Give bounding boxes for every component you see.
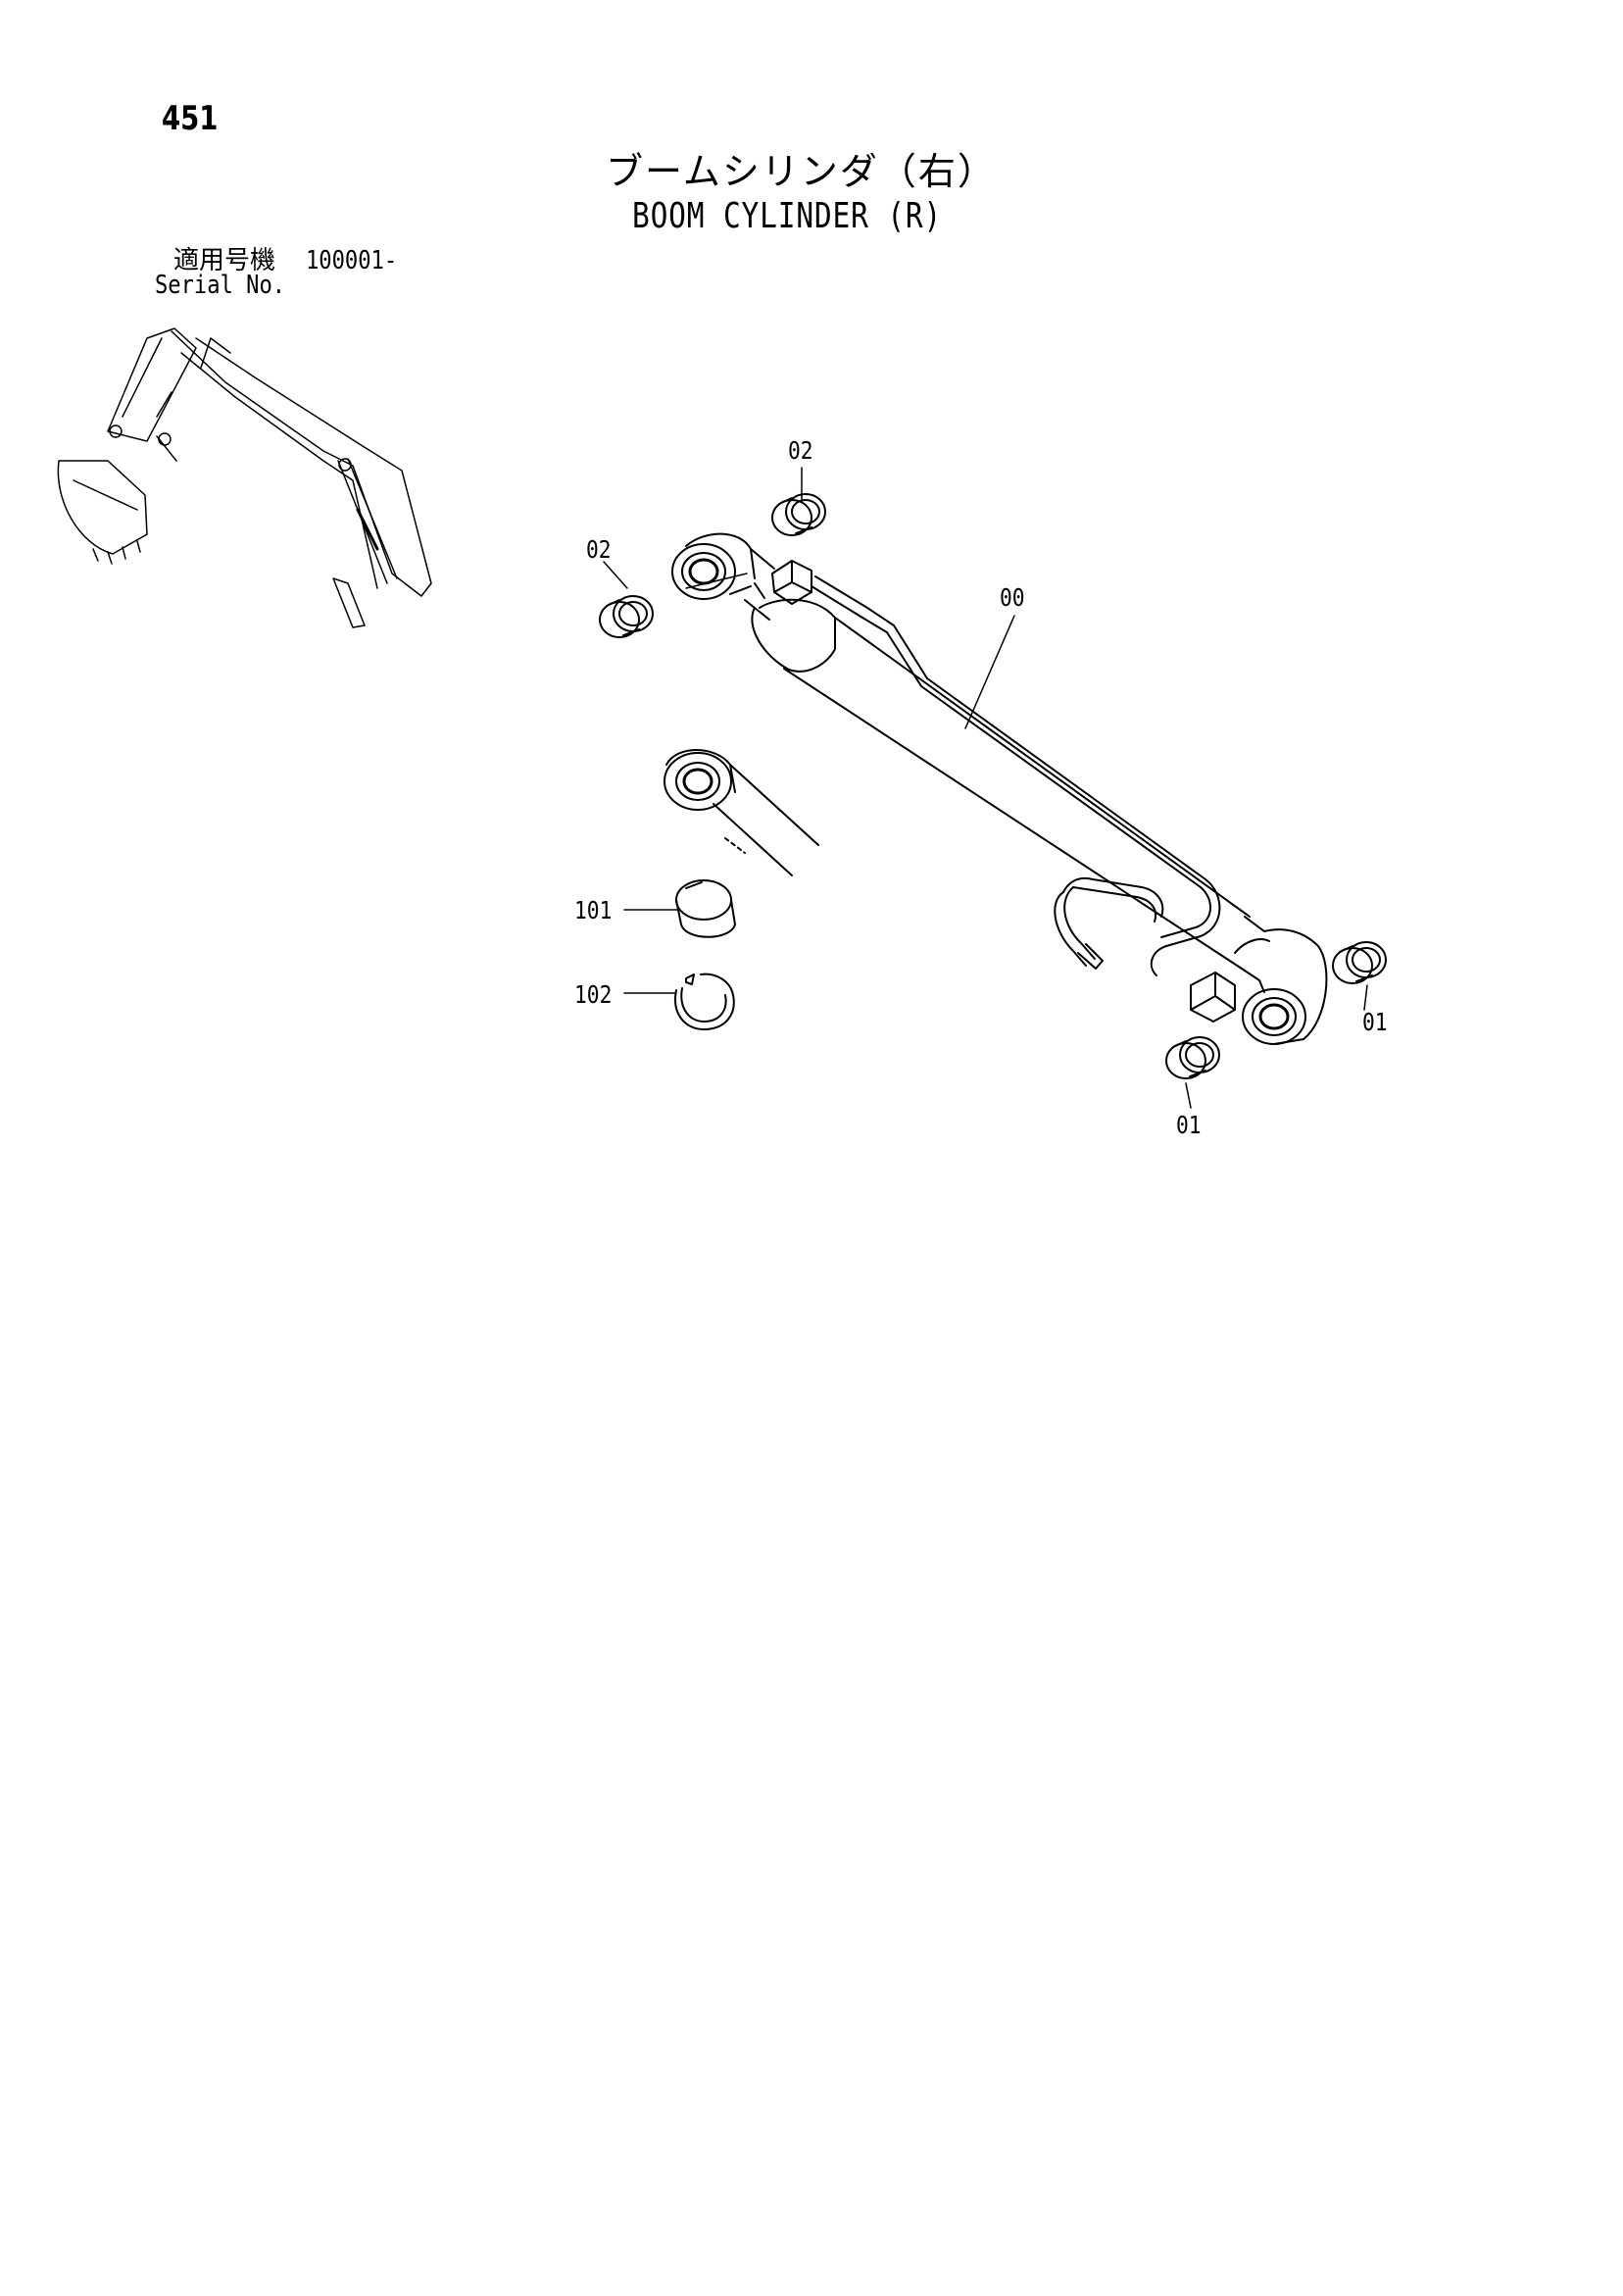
seal-102 [674, 973, 735, 1030]
serial-label-english: Serial No. [155, 271, 286, 300]
bushing-01-bottom [1165, 1036, 1220, 1079]
page-number: 451 [162, 99, 219, 138]
callout-01-bottom: 01 [1176, 1111, 1202, 1139]
callout-102: 102 [574, 980, 613, 1009]
callout-02-top: 02 [788, 436, 813, 465]
callout-01-right: 01 [1362, 1008, 1388, 1036]
bushing-02-top [771, 493, 826, 536]
rod-eye-detail [664, 749, 819, 876]
callout-leaders [603, 467, 1368, 1109]
callout-00: 00 [1000, 583, 1025, 612]
bushing-01-right [1332, 941, 1387, 984]
serial-label-japanese: 適用号機 [173, 246, 276, 275]
excavator-overview-sketch [57, 327, 432, 628]
callout-02-left: 02 [586, 535, 612, 564]
callout-101: 101 [574, 896, 613, 924]
bushing-101 [675, 879, 736, 938]
title-japanese: ブームシリンダ（右） [606, 150, 997, 193]
boom-cylinder-assembly-00 [671, 532, 1328, 1045]
bushing-02-left [599, 595, 654, 638]
title-english: BOOM CYLINDER (R) [632, 196, 943, 236]
serial-number-value: 100001- [306, 246, 398, 275]
